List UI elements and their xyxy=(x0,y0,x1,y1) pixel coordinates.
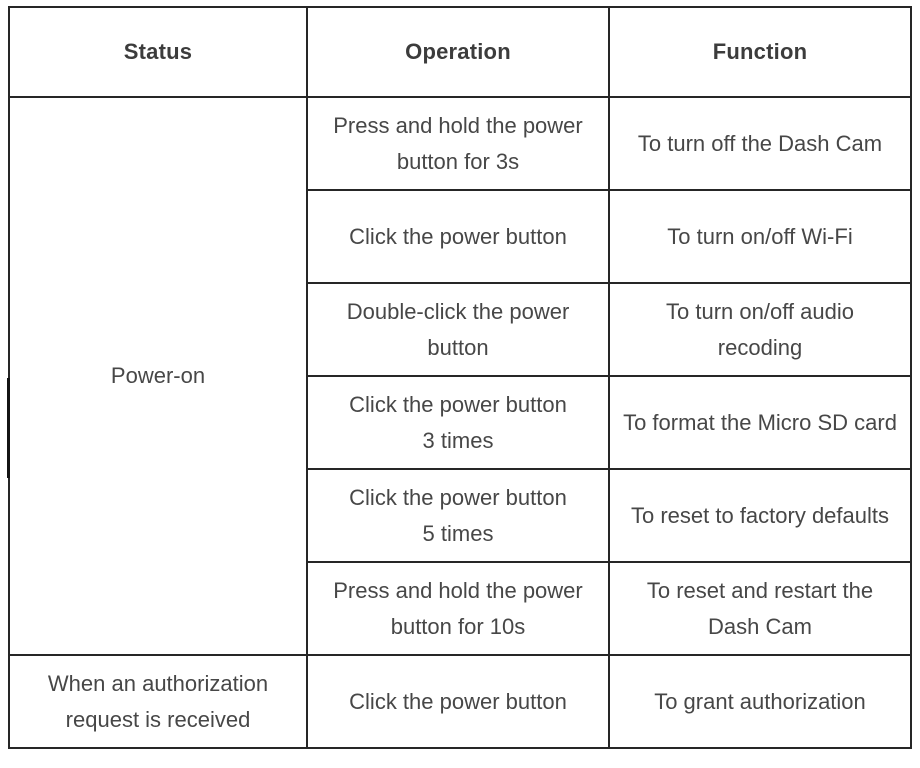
manual-table-container: Status Operation Function Power-on Press… xyxy=(7,6,912,749)
function-cell: To turn on/off audio recoding xyxy=(608,282,912,377)
column-header-function: Function xyxy=(608,6,912,98)
operation-cell: Click the power button xyxy=(306,654,610,749)
header-row: Status Operation Function xyxy=(8,6,912,98)
power-button-operations-table: Status Operation Function Power-on Press… xyxy=(8,6,912,749)
status-cell-authorization: When an authorization request is receive… xyxy=(8,654,308,749)
table-row: Click the power button 5 times To reset … xyxy=(9,468,912,563)
scan-artifact-line xyxy=(7,378,10,478)
function-cell: To turn off the Dash Cam xyxy=(608,96,912,191)
table-row: When an authorization request is receive… xyxy=(8,654,912,749)
operation-cell: Click the power button 5 times xyxy=(306,468,610,563)
table-row: Double-click the power button To turn on… xyxy=(9,282,912,377)
column-header-status: Status xyxy=(8,6,308,98)
operation-cell: Click the power button xyxy=(306,189,610,284)
function-cell: To turn on/off Wi-Fi xyxy=(608,189,912,284)
operation-cell: Press and hold the power button for 3s xyxy=(306,96,610,191)
function-cell: To format the Micro SD card xyxy=(608,375,912,470)
operation-cell: Double-click the power button xyxy=(306,282,610,377)
table-row: Power-on Press and hold the power button… xyxy=(8,96,912,656)
column-header-operation: Operation xyxy=(306,6,610,98)
operation-cell: Click the power button 3 times xyxy=(306,375,610,470)
table-row: Press and hold the power button for 10s … xyxy=(9,561,912,656)
function-cell: To reset and restart the Dash Cam xyxy=(608,561,912,656)
table-row: Click the power button To turn on/off Wi… xyxy=(9,189,912,284)
function-cell: To reset to factory defaults xyxy=(608,468,912,563)
operation-cell: Press and hold the power button for 10s xyxy=(306,561,610,656)
table-row: Click the power button 3 times To format… xyxy=(9,375,912,470)
function-cell: To grant authorization xyxy=(608,654,912,749)
status-cell-power-on: Power-on xyxy=(8,96,308,656)
